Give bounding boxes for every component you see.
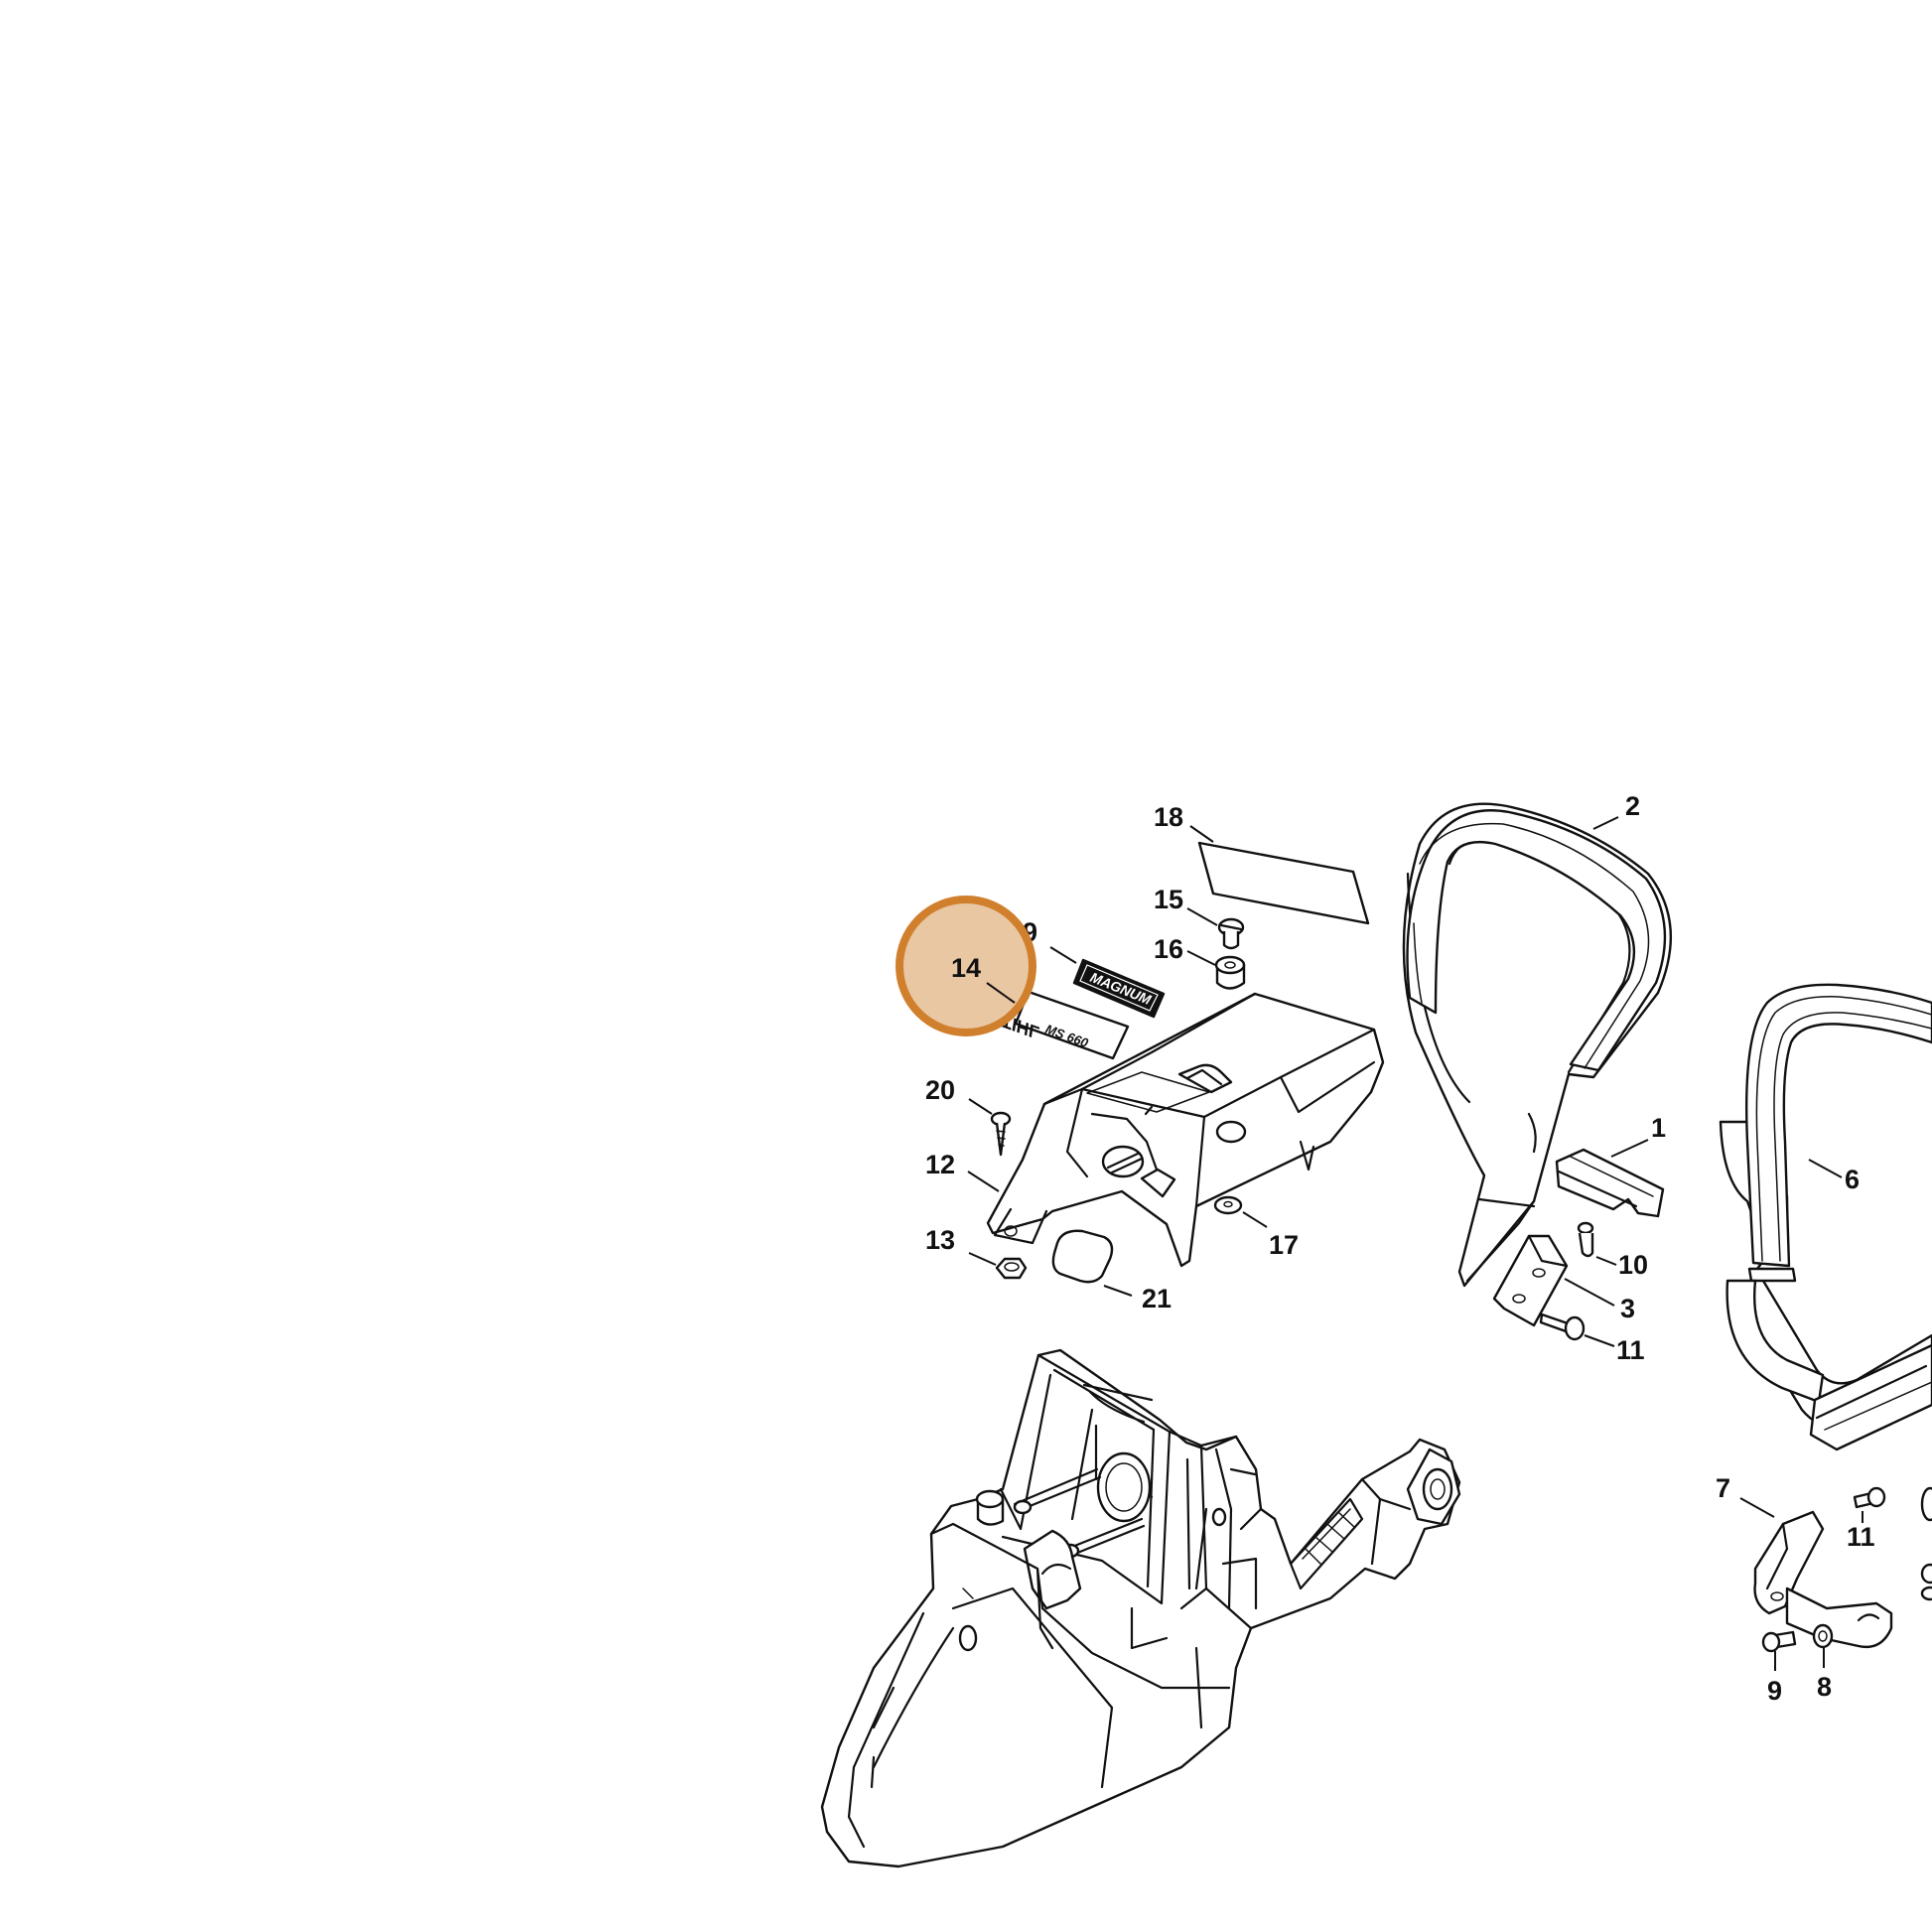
- callout-12[interactable]: 12: [925, 1150, 955, 1179]
- screw-11a: [1539, 1312, 1586, 1341]
- callout-8[interactable]: 8: [1817, 1672, 1832, 1702]
- callout-21[interactable]: 21: [1142, 1284, 1172, 1313]
- callout-13[interactable]: 13: [925, 1225, 955, 1255]
- callout-17[interactable]: 17: [1269, 1230, 1299, 1260]
- screw-15: [1217, 917, 1245, 950]
- magnum-decal: MAGNUM: [1072, 958, 1166, 1019]
- screw-11b: [1853, 1486, 1886, 1509]
- callout-16[interactable]: 16: [1154, 934, 1183, 964]
- callout-7[interactable]: 7: [1716, 1473, 1730, 1503]
- washer-8: [1812, 1623, 1834, 1649]
- clamp-7: [1753, 1510, 1893, 1649]
- callout-20[interactable]: 20: [925, 1075, 955, 1105]
- handle-6: [1719, 983, 1932, 1451]
- highlight-14[interactable]: 14: [896, 896, 1036, 1036]
- callout-15[interactable]: 15: [1154, 885, 1183, 914]
- highlight-circle[interactable]: [896, 896, 1036, 1036]
- washer-17: [1213, 1195, 1243, 1215]
- decal-18: [1197, 841, 1370, 925]
- screw-20: [990, 1111, 1012, 1157]
- leader-lines: [967, 816, 1863, 1671]
- screw-9b: [1761, 1630, 1797, 1653]
- callout-11-upper[interactable]: 11: [1616, 1335, 1645, 1365]
- bushing-16: [1214, 955, 1246, 990]
- plug-21: [1051, 1229, 1114, 1284]
- callout-9-lower[interactable]: 9: [1767, 1676, 1782, 1706]
- callout-14[interactable]: 14: [951, 953, 981, 983]
- main-housing: [820, 1348, 1461, 1868]
- plate-3: [1492, 1234, 1569, 1327]
- handle-2: [1402, 802, 1673, 1288]
- callout-6[interactable]: 6: [1845, 1165, 1860, 1194]
- bracket-1: [1555, 1148, 1665, 1218]
- callout-11-lower[interactable]: 11: [1847, 1522, 1875, 1552]
- callout-1[interactable]: 1: [1651, 1113, 1666, 1143]
- callout-3[interactable]: 3: [1620, 1294, 1635, 1323]
- nut-13: [995, 1257, 1028, 1280]
- screw-10: [1577, 1221, 1594, 1258]
- callout-10[interactable]: 10: [1618, 1250, 1648, 1280]
- shroud-12: [986, 992, 1385, 1268]
- callout-18[interactable]: 18: [1154, 802, 1183, 832]
- callout-2[interactable]: 2: [1625, 791, 1640, 821]
- callout-labels: 18 15 16 9 20 12 13 21 17 2 1 10 3 11 6 …: [925, 791, 1875, 1706]
- screw-partial-right: [1920, 1486, 1932, 1601]
